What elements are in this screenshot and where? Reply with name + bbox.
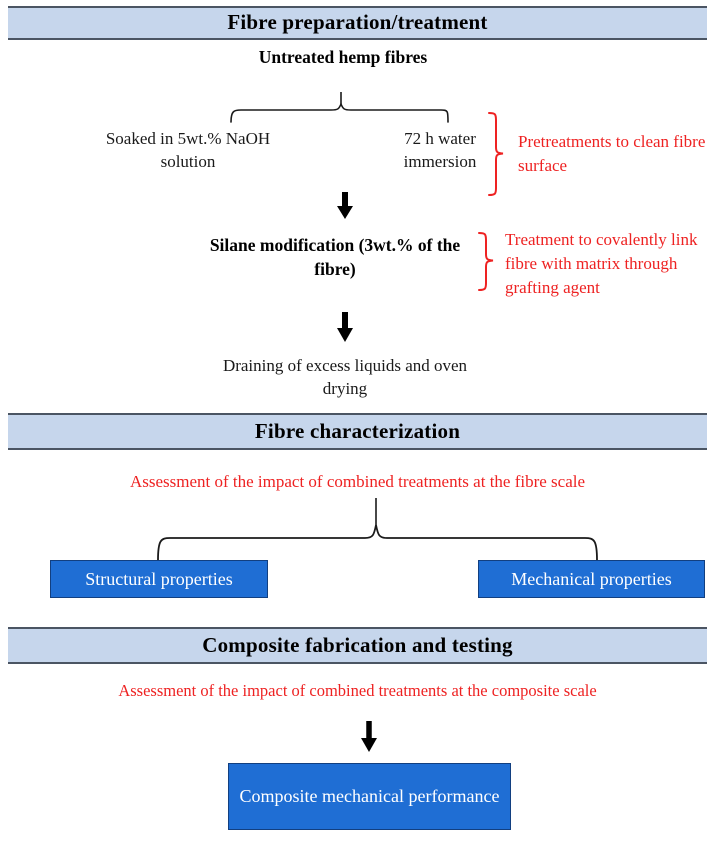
node-mechanical-properties: Mechanical properties [478, 560, 705, 598]
annotation-silane-treatment: Treatment to covalently link fibre with … [505, 230, 698, 298]
node-naoh-soak: Soaked in 5wt.% NaOH solution [105, 129, 271, 171]
arrow-to-silane [337, 192, 353, 219]
node-untreated-hemp-fibres: Untreated hemp fibres [258, 47, 428, 67]
brace-silane-red [478, 232, 494, 291]
arrow-to-draining [337, 312, 353, 342]
annotation-composite-scale-assessment: Assessment of the impact of combined tre… [118, 681, 597, 700]
arrow-to-composite-performance [361, 721, 377, 752]
section-banner-fibre-characterization: Fibre characterization [8, 413, 707, 450]
node-silane-modification: Silane modification (3wt.% of the fibre) [209, 235, 461, 279]
annotation-pretreatments: Pretreatments to clean fibre surface [518, 132, 706, 176]
section-banner-label: Composite fabrication and testing [202, 632, 513, 657]
node-draining-and-drying: Draining of excess liquids and oven dryi… [222, 356, 468, 398]
section-banner-label: Fibre preparation/treatment [227, 10, 488, 35]
brace-properties-split [157, 524, 598, 561]
brace-pretreatment-split [230, 101, 449, 123]
node-structural-properties: Structural properties [50, 560, 268, 598]
section-banner-fibre-preparation: Fibre preparation/treatment [8, 6, 707, 40]
node-water-immersion: 72 h water immersion [403, 129, 477, 171]
node-composite-mechanical-performance: Composite mechanical performance [228, 763, 511, 830]
section-banner-label: Fibre characterization [254, 418, 461, 443]
annotation-fibre-scale-assessment: Assessment of the impact of combined tre… [129, 472, 586, 491]
section-banner-composite-fabrication: Composite fabrication and testing [8, 627, 707, 664]
